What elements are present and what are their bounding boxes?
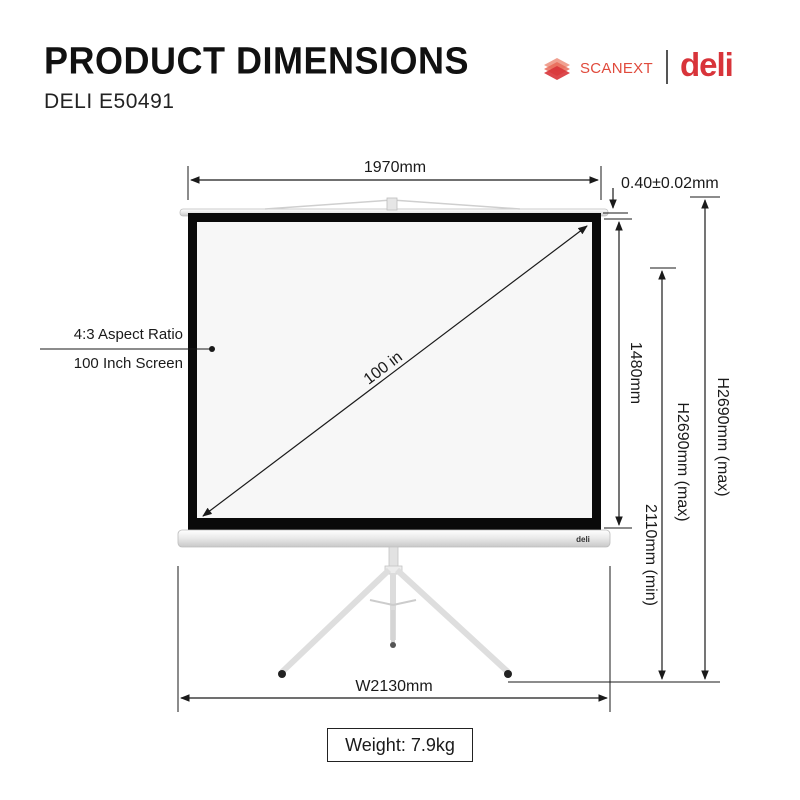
roller-case: deli xyxy=(177,529,611,548)
scanext-wordmark: SCANEXT xyxy=(580,59,653,77)
base-width-label: W2130mm xyxy=(355,678,432,695)
scanext-logo: SCANEXT xyxy=(540,52,653,84)
brand-divider xyxy=(666,50,668,84)
top-width-label: 1970mm xyxy=(364,159,426,176)
screen-height-label: 1480mm xyxy=(627,342,644,404)
scanext-icon xyxy=(544,58,570,80)
aspect-ratio-label: 4:3 Aspect Ratio xyxy=(74,326,183,343)
tripod-stand xyxy=(278,546,512,678)
weight-badge: Weight: 7.9kg xyxy=(327,728,473,762)
page-title: PRODUCT DIMENSIONS xyxy=(44,38,470,82)
deli-logo: deli xyxy=(680,46,734,83)
model-number: DELI E50491 xyxy=(44,90,175,113)
case-logo: deli xyxy=(576,535,590,544)
min-height-label: 2110mm (min) xyxy=(642,504,659,606)
screen-size-label: 100 Inch Screen xyxy=(74,355,183,372)
diagonal-arrow xyxy=(202,225,588,517)
thickness-label: 0.40±0.02mm xyxy=(621,175,719,192)
max-height-inner-label: H2690mm (max) xyxy=(674,402,691,521)
max-height-outer-label: H2690mm (max) xyxy=(714,377,731,496)
